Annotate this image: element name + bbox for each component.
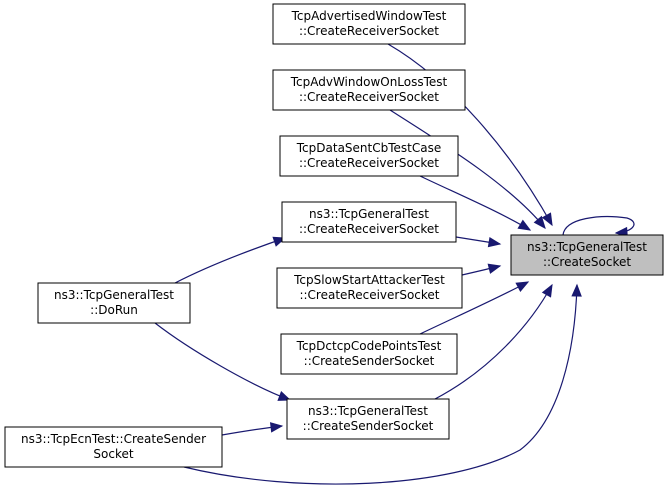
graph-node-n10: ns3::TcpGeneralTest::CreateSocket — [510, 234, 664, 276]
edge-line — [389, 109, 546, 229]
arrow-head-icon — [541, 283, 553, 298]
arrow-head-icon — [487, 263, 502, 274]
edge-line — [387, 43, 553, 226]
graph-node-n2[interactable]: TcpAdvWindowOnLossTest::CreateReceiverSo… — [272, 69, 466, 111]
node-label-line: ::DoRun — [90, 303, 138, 317]
node-box — [272, 3, 466, 45]
graph-node-n5[interactable]: TcpSlowStartAttackerTest::CreateReceiver… — [276, 267, 463, 309]
edge-line — [434, 284, 553, 400]
edge-n3-n10 — [419, 175, 532, 231]
edge-line — [174, 237, 286, 284]
edge-n8-n7 — [154, 322, 292, 401]
edges — [154, 43, 635, 485]
edge-n2-n10 — [389, 109, 546, 230]
edge-n1-n10 — [387, 43, 553, 227]
nodes: TcpAdvertisedWindowTest::CreateReceiverS… — [4, 3, 664, 468]
node-label-line: Socket — [93, 447, 133, 461]
arrow-head-icon — [533, 215, 546, 230]
graph-node-n7[interactable]: ns3::TcpGeneralTest::CreateSenderSocket — [286, 398, 450, 440]
node-label-line: ::CreateReceiverSocket — [299, 24, 439, 38]
node-box — [510, 234, 664, 276]
edge-n8-n4 — [174, 236, 287, 284]
node-label-line: ::CreateSenderSocket — [304, 354, 435, 368]
edge-n6-n10 — [419, 281, 530, 335]
node-label-line: ns3::TcpGeneralTest — [308, 404, 428, 418]
arrow-head-icon — [541, 212, 553, 227]
edge-n4-n10 — [455, 236, 502, 248]
edge-line — [419, 175, 531, 231]
edge-n7-n10 — [434, 283, 553, 400]
node-label-line: ns3::TcpGeneralTest — [309, 207, 429, 221]
graph-node-n1[interactable]: TcpAdvertisedWindowTest::CreateReceiverS… — [272, 3, 466, 45]
arrow-head-icon — [515, 281, 530, 293]
node-label-line: ::CreateReceiverSocket — [299, 222, 439, 236]
node-label-line: ::CreateSocket — [543, 255, 631, 269]
graph-node-n8[interactable]: ns3::TcpGeneralTest::DoRun — [37, 282, 191, 324]
node-label-line: TcpAdvertisedWindowTest — [291, 9, 447, 23]
node-box — [37, 282, 191, 324]
edge-n5-n10 — [461, 263, 502, 276]
node-label-line: ::CreateReceiverSocket — [299, 156, 439, 170]
node-box — [279, 135, 459, 177]
edge-n9-n10 — [183, 283, 582, 485]
node-box — [4, 426, 223, 468]
node-label-line: TcpDctcpCodePointsTest — [296, 339, 442, 353]
node-box — [281, 201, 457, 243]
node-label-line: ::CreateReceiverSocket — [299, 90, 439, 104]
arrow-head-icon — [571, 283, 582, 297]
node-label-line: TcpAdvWindowOnLossTest — [290, 75, 448, 89]
node-label-line: ns3::TcpGeneralTest — [54, 288, 174, 302]
graph-node-n3[interactable]: TcpDataSentCbTestCase::CreateReceiverSoc… — [279, 135, 459, 177]
node-box — [272, 69, 466, 111]
edge-line — [562, 215, 635, 236]
arrow-head-icon — [269, 422, 284, 433]
node-label-line: ::CreateSenderSocket — [303, 419, 434, 433]
arrow-head-icon — [487, 236, 502, 248]
node-label-line: ns3::TcpEcnTest::CreateSender — [21, 432, 206, 446]
node-box — [286, 398, 450, 440]
arrow-head-icon — [517, 219, 532, 231]
edge-line — [154, 322, 291, 401]
edge-n10-n10 — [562, 215, 635, 238]
node-label-line: TcpDataSentCbTestCase — [296, 141, 441, 155]
arrow-head-icon — [277, 391, 292, 401]
edge-n9-n7 — [221, 422, 284, 436]
node-label-line: ::CreateReceiverSocket — [299, 288, 439, 302]
node-box — [276, 267, 463, 309]
graph-node-n4[interactable]: ns3::TcpGeneralTest::CreateReceiverSocke… — [281, 201, 457, 243]
graph-node-n9[interactable]: ns3::TcpEcnTest::CreateSenderSocket — [4, 426, 223, 468]
node-label-line: TcpSlowStartAttackerTest — [293, 273, 445, 287]
edge-line — [183, 284, 578, 485]
graph-node-n6[interactable]: TcpDctcpCodePointsTest::CreateSenderSock… — [280, 333, 458, 375]
node-box — [280, 333, 458, 375]
node-label-line: ns3::TcpGeneralTest — [527, 240, 647, 254]
